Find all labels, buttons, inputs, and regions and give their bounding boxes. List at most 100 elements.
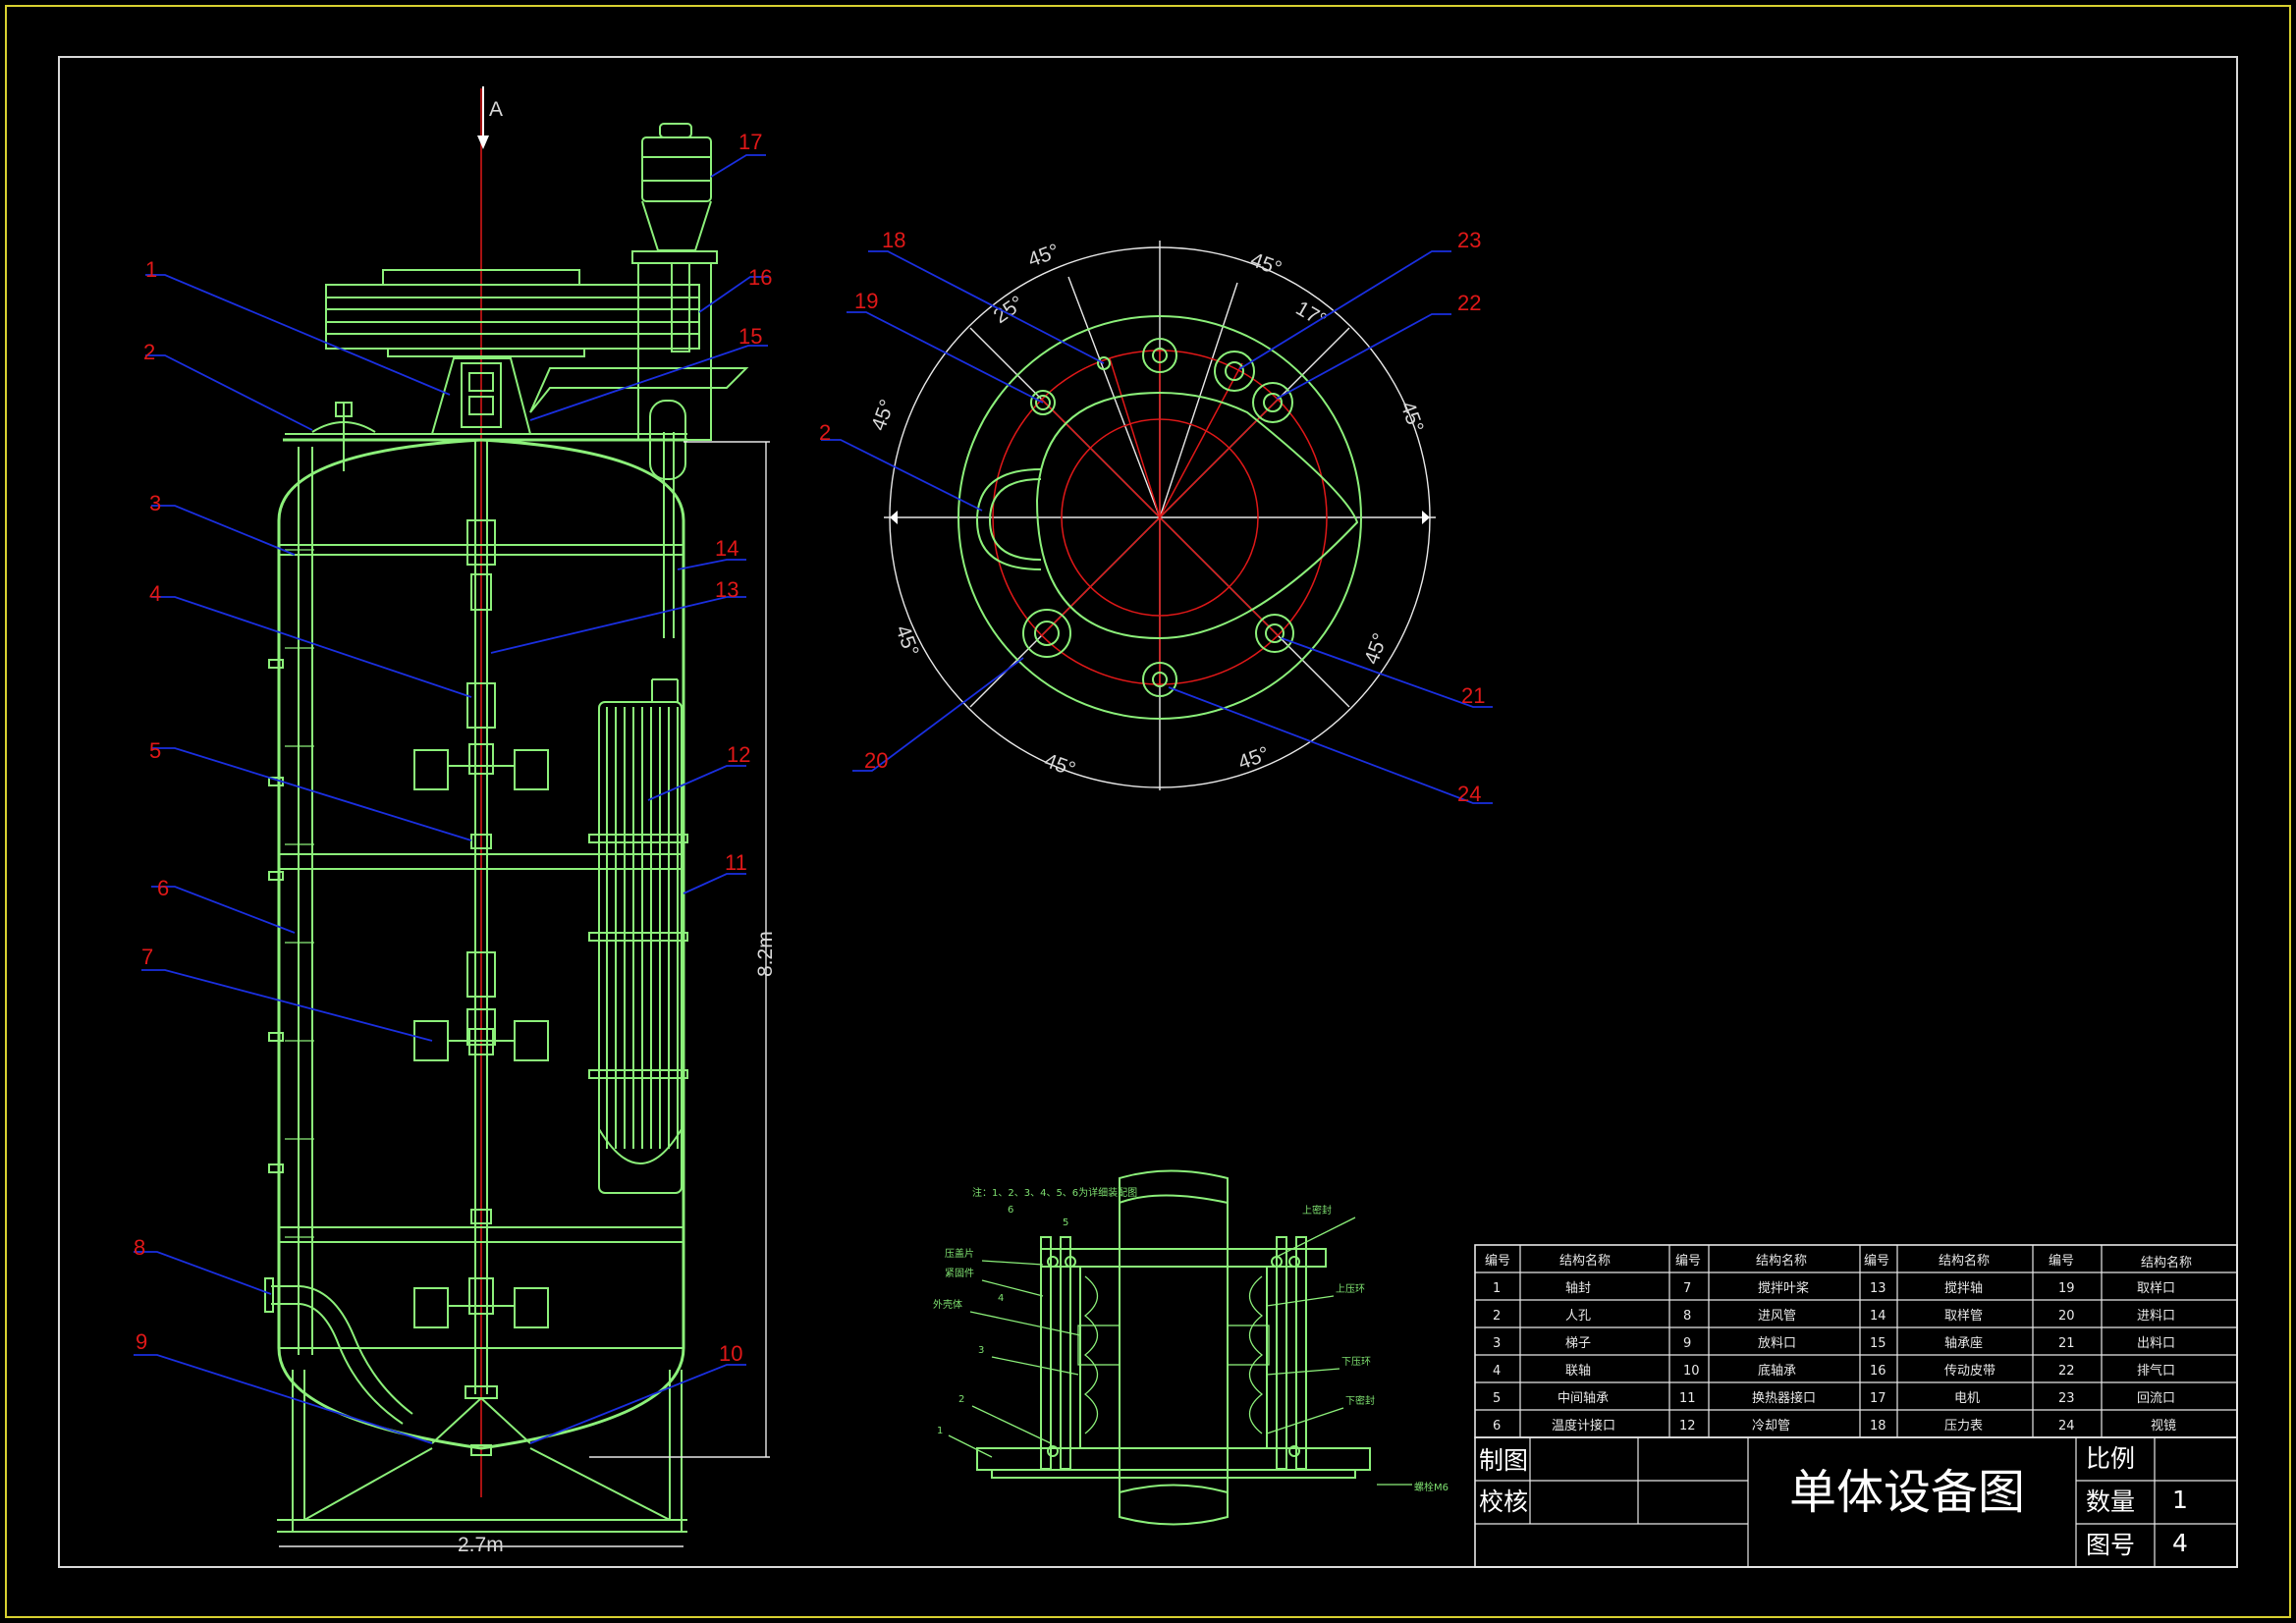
- sheet-border-outer: [5, 5, 2291, 1618]
- table-row: 6 温度计接口 12 冷却管 18 压力表 24 视镜: [1493, 1418, 2176, 1434]
- table-header: 结构名称: [2141, 1255, 2192, 1271]
- callout-14: 14: [715, 536, 738, 561]
- top-view: 45° 45° 25° 17° 45° 45° 45° 45° 45° 45° …: [819, 228, 1493, 806]
- callout-13: 13: [715, 577, 738, 602]
- svg-text:放料口: 放料口: [1758, 1336, 1796, 1351]
- callout-5: 5: [149, 738, 161, 763]
- table-header: 编号: [1485, 1254, 1510, 1269]
- svg-text:19: 19: [2058, 1281, 2075, 1296]
- detail-label: 下密封: [1345, 1394, 1375, 1407]
- callout-18: 18: [882, 228, 905, 252]
- angle-label: 45°: [1025, 240, 1063, 271]
- detail-label: 4: [998, 1293, 1004, 1304]
- svg-text:18: 18: [1870, 1419, 1886, 1434]
- angle-label: 45°: [1041, 749, 1078, 781]
- svg-text:7: 7: [1683, 1281, 1691, 1296]
- svg-text:3: 3: [1493, 1336, 1501, 1351]
- view-label-a: A: [489, 98, 503, 121]
- table-header: 编号: [1864, 1254, 1889, 1269]
- svg-text:排气口: 排气口: [2137, 1363, 2175, 1379]
- callout-23: 23: [1457, 228, 1481, 252]
- callout-1: 1: [145, 257, 157, 282]
- svg-text:电机: 电机: [1954, 1391, 1980, 1406]
- callout-12: 12: [727, 742, 750, 767]
- svg-text:温度计接口: 温度计接口: [1552, 1418, 1615, 1434]
- svg-text:20: 20: [2058, 1309, 2075, 1324]
- qty-label: 数量: [2086, 1488, 2135, 1516]
- table-header: 结构名称: [1756, 1253, 1807, 1269]
- svg-text:13: 13: [1870, 1281, 1886, 1296]
- svg-text:中间轴承: 中间轴承: [1558, 1391, 1609, 1406]
- table-row: 3 梯子 9 放料口 15 轴承座 21 出料口: [1493, 1336, 2175, 1351]
- svg-text:23: 23: [2058, 1391, 2075, 1406]
- dim-height: 8.2m: [754, 931, 777, 977]
- svg-text:8: 8: [1683, 1309, 1691, 1324]
- detail-label: 3: [978, 1345, 984, 1356]
- callout-22: 22: [1457, 291, 1481, 315]
- callout-16: 16: [748, 265, 772, 290]
- table-header: 结构名称: [1939, 1253, 1990, 1269]
- detail-label: 螺栓M6: [1414, 1481, 1449, 1493]
- svg-text:梯子: 梯子: [1565, 1336, 1591, 1351]
- svg-text:搅拌叶桨: 搅拌叶桨: [1758, 1280, 1809, 1296]
- callout-17: 17: [738, 130, 762, 154]
- svg-text:换热器接口: 换热器接口: [1752, 1390, 1816, 1406]
- drawing-title: 单体设备图: [1789, 1465, 2025, 1520]
- svg-text:14: 14: [1870, 1309, 1886, 1324]
- callout-2: 2: [143, 340, 155, 364]
- detail-label: 5: [1063, 1217, 1068, 1228]
- qty-value: 1: [2172, 1486, 2188, 1514]
- svg-text:回流口: 回流口: [2137, 1391, 2175, 1406]
- svg-text:15: 15: [1870, 1336, 1886, 1351]
- table-header: 结构名称: [1559, 1253, 1611, 1269]
- svg-text:24: 24: [2058, 1419, 2075, 1434]
- callout-24: 24: [1457, 782, 1481, 806]
- front-elevation: A: [134, 86, 777, 1556]
- svg-text:人孔: 人孔: [1565, 1309, 1591, 1324]
- detail-label: 上密封: [1302, 1204, 1332, 1217]
- angle-label: 17°: [1292, 297, 1331, 332]
- callout-6: 6: [157, 876, 169, 900]
- detail-label: 6: [1008, 1205, 1013, 1216]
- svg-text:取样管: 取样管: [1944, 1309, 1983, 1324]
- svg-text:6: 6: [1493, 1419, 1501, 1434]
- svg-text:轴承座: 轴承座: [1944, 1336, 1983, 1351]
- svg-text:联轴: 联轴: [1565, 1364, 1591, 1379]
- callout-7: 7: [141, 945, 153, 969]
- callout-19: 19: [854, 289, 878, 313]
- svg-text:取样口: 取样口: [2137, 1281, 2175, 1296]
- svg-text:进风管: 进风管: [1758, 1309, 1796, 1324]
- callout-21: 21: [1461, 683, 1485, 708]
- drawing-no-label: 图号: [2086, 1531, 2135, 1559]
- callout-4: 4: [149, 581, 161, 606]
- svg-text:5: 5: [1493, 1391, 1501, 1406]
- callout-9: 9: [136, 1329, 147, 1354]
- svg-text:视镜: 视镜: [2151, 1419, 2176, 1434]
- angle-label: 45°: [891, 622, 922, 660]
- table-row: 2 人孔 8 进风管 14 取样管 20 进料口: [1493, 1309, 2175, 1324]
- detail-label: 2: [958, 1394, 964, 1405]
- svg-text:进料口: 进料口: [2137, 1309, 2175, 1324]
- svg-text:压力表: 压力表: [1944, 1419, 1983, 1434]
- callout-15: 15: [738, 324, 762, 349]
- table-row: 5 中间轴承 11 换热器接口 17 电机 23 回流口: [1493, 1390, 2175, 1406]
- svg-text:传动皮带: 传动皮带: [1944, 1364, 1995, 1379]
- detail-label: 下压环: [1341, 1356, 1371, 1368]
- svg-text:11: 11: [1679, 1391, 1696, 1406]
- svg-text:12: 12: [1679, 1419, 1696, 1434]
- angle-label: 45°: [1235, 742, 1273, 774]
- callout-10: 10: [719, 1341, 742, 1366]
- svg-text:4: 4: [1493, 1364, 1501, 1379]
- detail-label: 上压环: [1336, 1283, 1365, 1295]
- sheet-border-inner: [58, 56, 2238, 1568]
- table-header: 编号: [1675, 1254, 1701, 1269]
- svg-text:22: 22: [2058, 1364, 2075, 1379]
- shaft-seal-detail: 注：1、2、3、4、5、6为详细装配图 压盖片 紧固件 外壳体 上密封 上压环 …: [933, 1169, 1449, 1526]
- callout-8: 8: [134, 1235, 145, 1260]
- svg-text:17: 17: [1870, 1391, 1886, 1406]
- svg-text:底轴承: 底轴承: [1758, 1363, 1796, 1379]
- angle-label: 45°: [867, 397, 899, 434]
- detail-label: 压盖片: [945, 1247, 974, 1260]
- detail-label: 1: [937, 1426, 943, 1436]
